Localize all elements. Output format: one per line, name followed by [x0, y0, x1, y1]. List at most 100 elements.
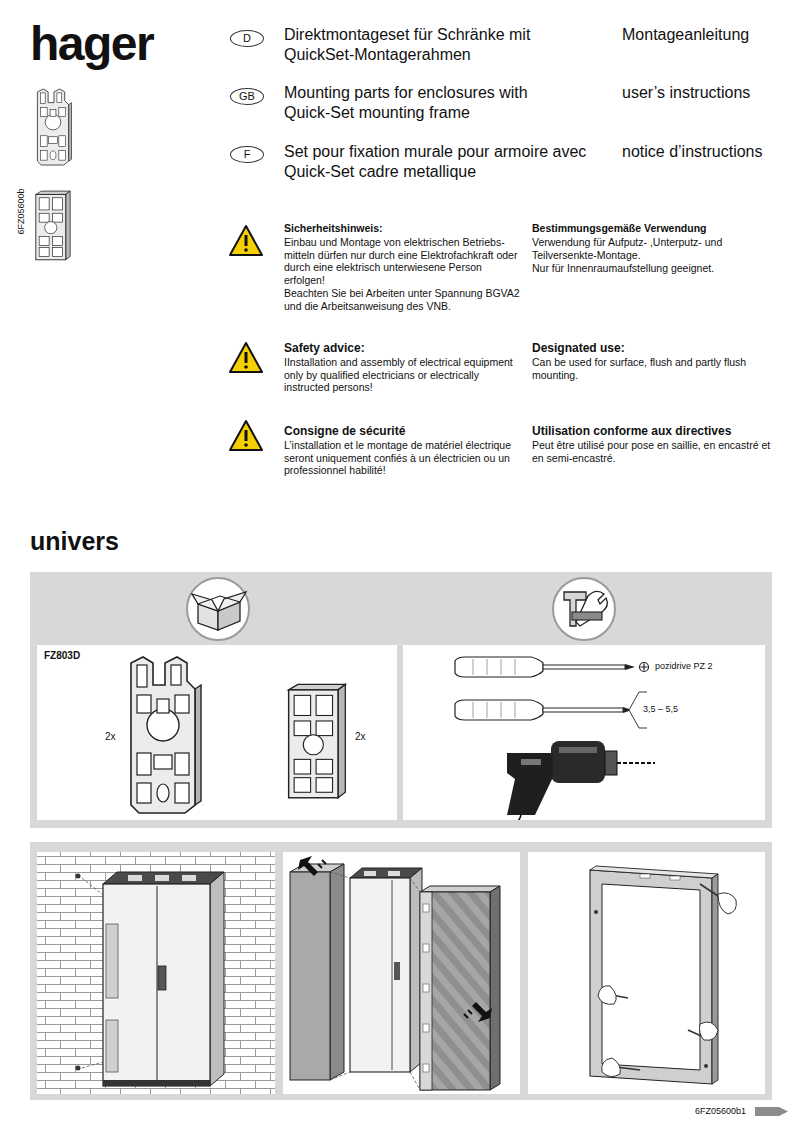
part-number: FZ803D: [44, 650, 80, 662]
contents-icon: [192, 594, 218, 611]
exploded-figure: [350, 878, 410, 1072]
safety-text: IInstallation and assembly of electrical…: [284, 356, 524, 394]
exploded-figure: [330, 1072, 350, 1080]
screwdriver: [625, 664, 635, 670]
direction-arrow: [472, 1002, 492, 1022]
grey-band: [528, 852, 765, 1094]
exploded-figure: [420, 892, 490, 1090]
exploded-figure: [423, 984, 429, 992]
warning-symbol: [244, 248, 248, 252]
enclosure-figure: [158, 966, 166, 990]
warning-symbol: [230, 226, 262, 255]
exploded-figure: [420, 892, 432, 1090]
enclosure-figure: [76, 1066, 81, 1071]
enclosure-figure: [103, 1080, 210, 1086]
warning-symbol: [230, 421, 262, 450]
screwdriver: [455, 657, 649, 677]
exploded-figure: [290, 872, 330, 1080]
frame-figure: [590, 866, 718, 878]
page-code: 6FZ05600b1: [695, 1106, 746, 1117]
screwdriver: [455, 692, 647, 728]
hand-figure: [598, 884, 736, 1077]
bracket-part: [131, 657, 201, 813]
exploded-figure: [423, 1024, 429, 1032]
usage-text: Verwendung für Aufputz- ,Unterputz- und …: [532, 236, 772, 261]
badge-text: GB: [231, 89, 263, 104]
exploded-figure: [423, 904, 429, 912]
enclosure-figure: [82, 878, 103, 895]
warning-symbol: [230, 226, 262, 450]
usage-text: Can be used for surface, flush and partl…: [532, 356, 772, 381]
hand-figure: [700, 1022, 719, 1040]
next-page-arrow: [755, 1107, 788, 1116]
screwdriver: [455, 657, 543, 677]
direction-arrow: [298, 856, 318, 876]
quantity-label: 2x: [105, 731, 116, 743]
hand-figure: [598, 986, 616, 1005]
language-badge: D: [230, 30, 264, 47]
document-type: Montageanleitung: [622, 25, 749, 45]
enclosure-figure: [210, 872, 224, 1086]
frame-figure: [590, 866, 718, 1084]
screwdriver: [623, 707, 629, 713]
safety-text: L’installation et le montage de matériel…: [284, 439, 524, 477]
power-drill: [617, 762, 655, 764]
grey-band: [30, 842, 772, 1100]
hand-figure: [718, 893, 736, 914]
screwdriver: [640, 663, 649, 672]
dimension-label: 3,5 – 5,5: [643, 704, 678, 714]
title-text: Set pour fixation murale pour armoire av…: [284, 142, 606, 182]
tools-icon: [553, 578, 615, 640]
document-code: 6FZ05600b: [16, 177, 27, 247]
warning-symbol: [245, 430, 248, 441]
contents-panel: FZ803D2x2x: [37, 645, 397, 820]
power-drill: [605, 751, 617, 775]
power-drill: [511, 815, 521, 820]
enclosure-figure: [106, 924, 118, 998]
enclosure-figure: [182, 875, 196, 881]
usage-text: Peut être utilisé pour pose en saillie, …: [532, 439, 772, 464]
tools-icon: [576, 591, 607, 626]
direction-arrow: [322, 860, 326, 864]
screwdriver: [455, 700, 543, 720]
exploded-figure: [330, 872, 350, 878]
next-page-arrow: [755, 1107, 788, 1116]
tool-label: pozidrive PZ 2: [655, 661, 713, 671]
enclosure-figure: [155, 875, 169, 881]
bracket-part: [131, 657, 201, 813]
frame-figure: [640, 874, 650, 878]
spacer-part: [289, 684, 346, 797]
power-drill: [507, 741, 655, 820]
tools-icon: [553, 578, 615, 640]
contents-icon: [198, 596, 240, 604]
document-type: notice d’instructions: [622, 142, 763, 162]
enclosure-figure: [76, 874, 81, 879]
grey-band: [283, 852, 520, 1094]
safety-heading: Sicherheitshinweis:: [284, 222, 524, 235]
contents-icon: [187, 578, 249, 640]
hand-figure: [602, 1058, 621, 1077]
exploded-figure: [394, 962, 400, 980]
enclosure-figure: [157, 886, 158, 1084]
language-badge: F: [230, 146, 264, 163]
usage-heading: Utilisation conforme aux directives: [532, 424, 772, 438]
exploded-figure: [364, 871, 376, 876]
power-drill: [507, 753, 553, 815]
enclosure-figure: [128, 875, 142, 881]
exploded-figure: [423, 1064, 429, 1072]
title-text: Mounting parts for enclosures with Quick…: [284, 83, 554, 123]
parts-illustration: [37, 645, 397, 820]
exploded-figure: [410, 1072, 420, 1090]
enclosure-figure: [103, 872, 224, 884]
tools-panel: pozidrive PZ 2 3,5 – 5,5: [403, 645, 765, 820]
contents-icon: [218, 592, 246, 611]
frame-figure: [594, 910, 598, 914]
direction-arrow: [468, 1010, 472, 1014]
grey-band: [30, 572, 772, 828]
warning-symbol: [230, 343, 262, 372]
language-badge: GB: [230, 88, 264, 105]
safety-heading: Consigne de sécurité: [284, 424, 524, 438]
frame-figure: [704, 1064, 708, 1068]
grey-band: [30, 572, 772, 828]
